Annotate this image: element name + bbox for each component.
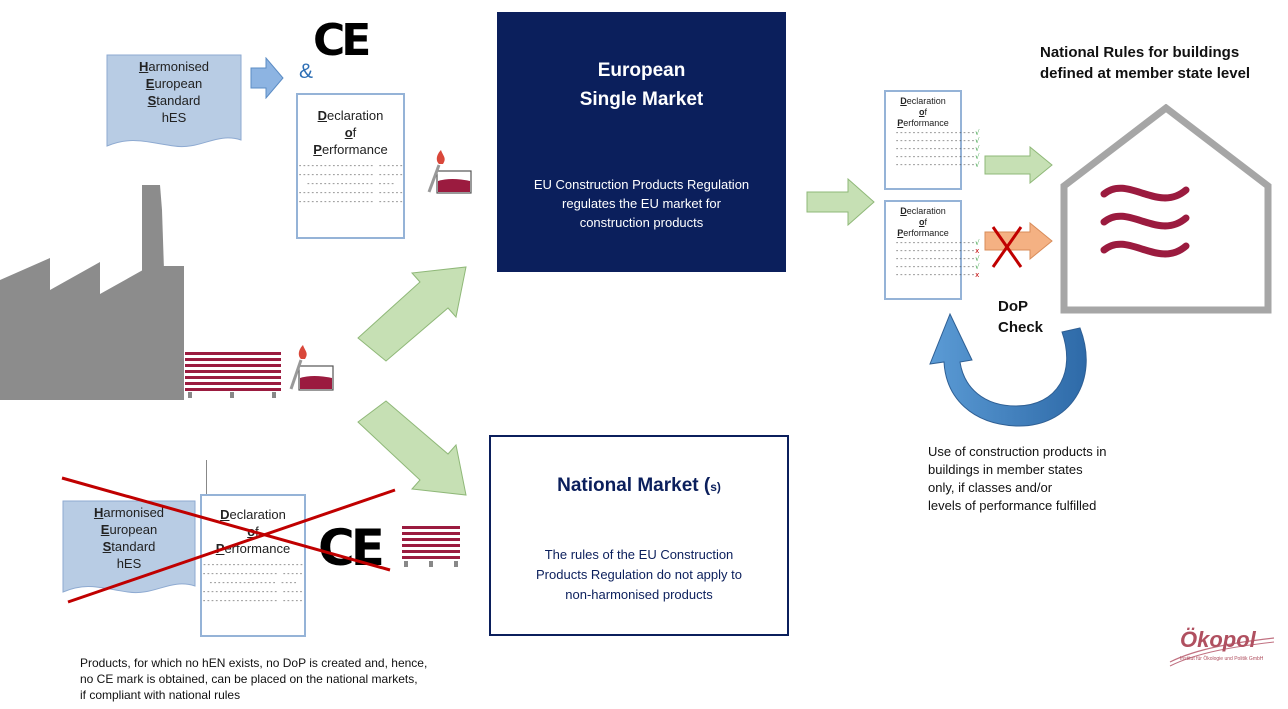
ampersand: & bbox=[299, 60, 314, 83]
eu-market-desc-line1: EU Construction Products Regulation bbox=[533, 177, 750, 192]
national-market-title: National Market (s) bbox=[557, 475, 721, 496]
arrow-accepted bbox=[984, 146, 1053, 184]
harmonised-standard-text-bottom: Harmonised European Standard hES bbox=[93, 505, 165, 571]
national-rules-title: National Rules for buildings defined at … bbox=[1040, 44, 1251, 82]
usage-condition-text: Use of construction products in building… bbox=[928, 444, 1107, 513]
factory-icon bbox=[0, 185, 184, 400]
eu-market-title-line2: Single Market bbox=[579, 89, 704, 110]
arrow-rejected bbox=[984, 222, 1053, 260]
harmonised-standard-text-top: Harmonised European Standard hES bbox=[138, 59, 210, 125]
fire-test-icon-factory bbox=[289, 345, 334, 391]
dop-check-cycle-arrow bbox=[929, 312, 1087, 427]
dop-check-label: DoP Check bbox=[998, 298, 1044, 336]
ce-mark-top: CE bbox=[313, 15, 371, 66]
building-icon bbox=[1060, 104, 1272, 314]
harmonised-standard-document-top bbox=[106, 54, 242, 148]
fire-test-icon-top bbox=[427, 150, 472, 194]
european-single-market-box: European Single Market EU Construction P… bbox=[497, 12, 786, 272]
divider-line bbox=[206, 460, 207, 498]
national-market-desc-line3: non-harmonised products bbox=[565, 587, 713, 602]
non-harmonised-products-note: Products, for which no hEN exists, no Do… bbox=[80, 656, 428, 702]
arrow-to-national-market bbox=[357, 400, 467, 496]
eu-market-desc-line2: regulates the EU market for bbox=[562, 196, 721, 211]
declaration-of-performance-bottom: Declaration of Performance -------------… bbox=[200, 494, 306, 637]
not-applicable-cross bbox=[61, 476, 396, 604]
okopol-logo-subtitle: Institut für Ökologie und Politik GmbH bbox=[1180, 656, 1264, 662]
arrow-to-eu-market bbox=[357, 266, 467, 362]
okopol-logo-swoosh bbox=[1169, 637, 1275, 667]
arrow-to-dop-check bbox=[806, 178, 875, 226]
national-market-desc-line1: The rules of the EU Construction bbox=[544, 547, 734, 562]
product-stack-national bbox=[402, 526, 460, 567]
eu-market-title-line1: European bbox=[597, 60, 686, 81]
dop-non-compliant: Declaration of Performance -------------… bbox=[884, 200, 980, 300]
eu-market-desc-line3: construction products bbox=[579, 215, 704, 230]
rejected-cross-icon bbox=[991, 226, 1023, 268]
okopol-logo: Ökopol bbox=[1180, 627, 1256, 652]
standard-to-ce-arrow bbox=[250, 57, 284, 99]
dop-compliant: Declaration of Performance -------------… bbox=[884, 90, 980, 190]
declaration-of-performance-top: Declaration of Performance -------------… bbox=[296, 93, 405, 239]
national-market-box: National Market (s) The rules of the EU … bbox=[489, 435, 789, 636]
national-market-desc-line2: Products Regulation do not apply to bbox=[536, 567, 742, 582]
product-stack-factory bbox=[184, 346, 282, 398]
